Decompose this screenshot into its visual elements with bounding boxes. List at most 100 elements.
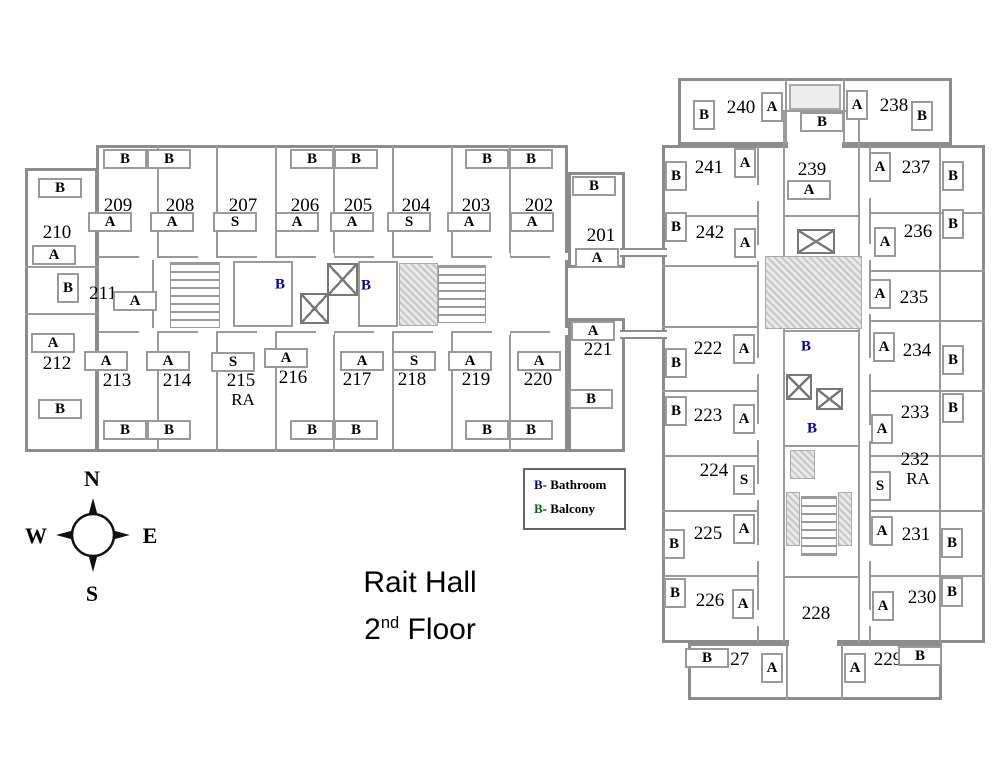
room-212-tag-b: B [38,399,82,419]
room-224-number: 224 [699,460,729,481]
bathroom-mark: B [274,276,286,293]
room-213-number: 213 [102,370,132,391]
room-233-number: 233 [900,402,930,423]
title-floor-word: Floor [399,613,476,646]
elevator-icon [327,263,358,296]
room-230-tag-a: A [872,591,894,621]
room-240-tag-b: B [693,100,715,130]
room-242-tag-b: B [665,212,687,242]
wall [216,331,218,452]
room-223-tag-b: B [665,396,687,426]
room-207-tag-s: S [213,212,257,232]
room-227-tag-b: B [685,648,729,668]
title-line2: 2nd Floor [290,613,550,647]
room-235-number: 235 [899,287,929,308]
wall [841,643,843,700]
wall [509,331,511,452]
wall [662,575,757,577]
room-203-tag-a: A [447,212,491,232]
wall [568,318,625,452]
room-205-number: 205 [343,195,373,216]
door-opening [374,328,392,335]
door-opening [789,639,837,647]
door-opening [257,328,275,335]
wall [157,145,159,256]
bathroom [233,261,293,327]
room-237-number: 237 [901,157,931,178]
legend-balcony-key: B [534,501,543,516]
room-215-tag-s: S [211,352,255,372]
room-230-tag-b: B [941,577,963,607]
room-222-tag-b: B [665,348,687,378]
room-238-tag-a: A [846,90,868,120]
room-236-tag-a: A [874,227,896,257]
room-239-tag-a: A [787,180,831,200]
corridor [620,248,667,257]
staircase [438,265,486,323]
room-208-tag-a: A [150,212,194,232]
wall [25,313,98,315]
door-opening [754,245,762,261]
compass-label-n: N [84,466,100,491]
room-201-number: 201 [586,225,616,246]
room-204-number: 204 [401,195,431,216]
balcony-tag: B [103,420,147,440]
room-229-tag-b: B [898,646,942,666]
wall [786,643,788,700]
elevator-icon [816,388,843,410]
room-222-number: 222 [693,338,723,359]
elevator-icon [797,229,835,254]
wall [783,578,785,643]
door-opening [433,253,451,260]
building-title: Rait Hall 2nd Floor [290,566,550,647]
door-opening [198,253,216,260]
compass-label-w: W [25,523,47,548]
room-211-number: 211 [89,283,117,304]
room-237-tag-b: B [942,161,964,191]
room-230-number: 230 [907,587,937,608]
staircase [801,496,837,556]
room-209-number: 209 [103,195,133,216]
wall [662,215,757,217]
hatched-area [790,450,815,479]
balcony-tag: B [103,149,147,169]
balcony-tag: B [290,420,334,440]
room-221-tag-a: A [571,321,615,341]
room-231-tag-a: A [871,516,893,546]
wall [451,145,453,256]
room-209-tag-a: A [88,212,132,232]
room-221-tag-b: B [569,389,613,409]
room-241-tag-b: B [665,161,687,191]
room-212-number: 212 [42,353,72,374]
hatched-area [786,492,800,546]
room-232-tag-s: S [869,471,891,501]
room-204-tag-s: S [387,212,431,232]
wall [783,445,860,447]
wall [662,265,757,267]
room-210-tag-a: A [32,245,76,265]
wall [333,145,335,256]
wall [869,320,985,322]
door-opening [198,328,216,335]
room-201-tag-b: B [572,176,616,196]
elevator-icon [300,293,329,324]
title-floor-number: 2 [364,613,381,646]
door-opening [866,244,874,260]
room-216-tag-a: A [264,348,308,368]
room-240-number: 240 [726,97,756,118]
room-224-tag-s: S [733,465,755,495]
door-opening [433,328,451,335]
door-opening [374,253,392,260]
door-opening [754,484,762,500]
room-238-number: 238 [879,95,909,116]
door-opening [316,328,334,335]
room-205-tag-a: A [330,212,374,232]
wall [25,168,98,452]
compass-rose [56,498,130,572]
staircase [170,262,220,328]
wall [869,575,985,577]
wall [662,510,757,512]
door-opening [139,328,157,335]
wall [392,331,394,452]
room-232-sub-label: RA [906,469,930,488]
